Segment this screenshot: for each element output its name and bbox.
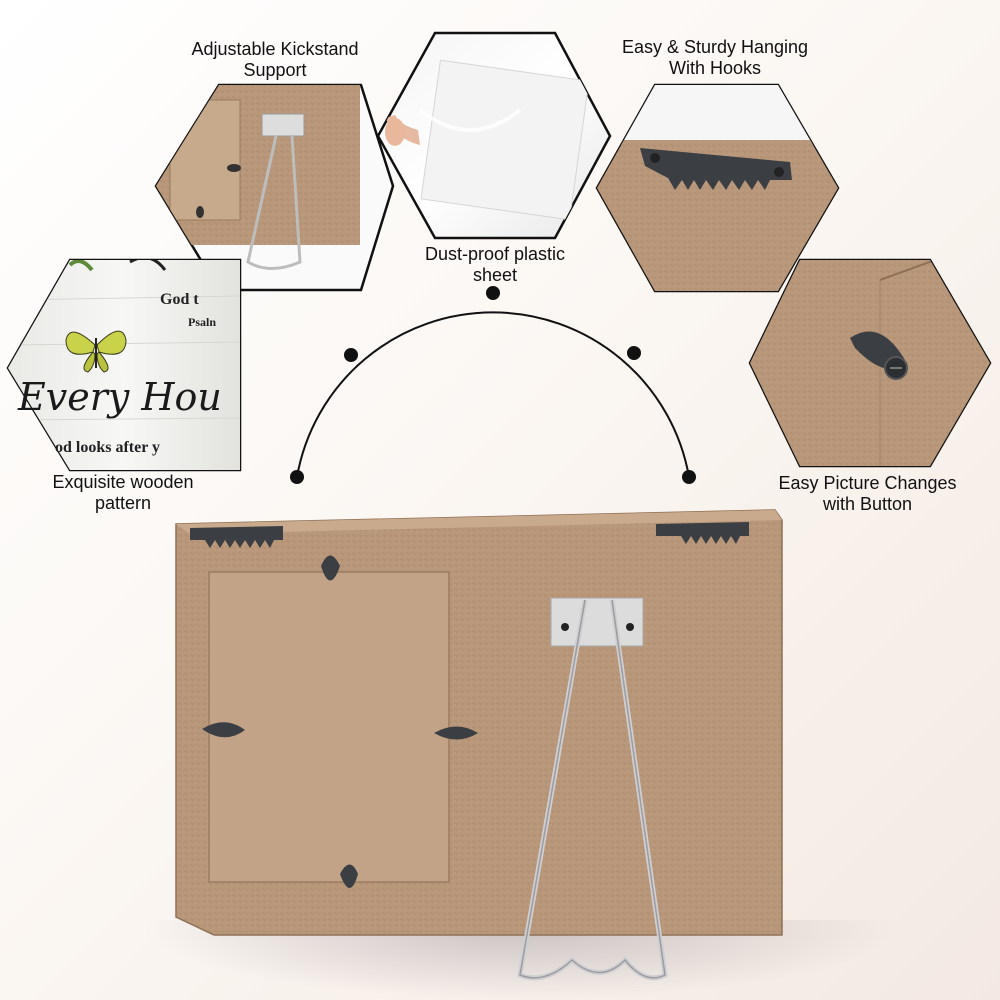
wooden-pattern-hexagon — [6, 258, 242, 472]
kickstand-hexagon — [154, 83, 395, 292]
hanging-hook-right — [656, 522, 749, 544]
button-hexagon — [748, 258, 992, 468]
plastic-sheet-hexagon — [376, 31, 612, 240]
sample-line-2: Psaln — [188, 315, 216, 329]
hanging-hook-left — [190, 526, 283, 548]
turn-button-top — [321, 555, 340, 581]
sample-script-text: Every Hou — [17, 375, 222, 419]
butterfly-icon — [65, 330, 127, 373]
wooden-pattern-label: Exquisite wooden pattern — [52, 472, 194, 513]
kickstand-label: Adjustable Kickstand Support — [191, 39, 359, 80]
arc-dot — [486, 286, 500, 300]
photo-opening-panel — [208, 571, 450, 883]
turn-button-right — [434, 726, 478, 740]
arc-dot — [344, 348, 358, 362]
kickstand-plate — [550, 597, 644, 647]
turn-button-bottom — [340, 864, 358, 888]
arc-dot — [627, 346, 641, 360]
button-label: Easy Picture Changes with Button — [778, 473, 957, 514]
sample-line-3: od looks after y — [55, 439, 160, 456]
frame-back-board — [175, 509, 783, 981]
hooks-label: Easy & Sturdy Hanging With Hooks — [621, 37, 809, 78]
turn-button-left — [202, 722, 245, 738]
sample-line-1: God t — [160, 291, 199, 308]
plastic-sheet-label: Dust-proof plastic sheet — [424, 244, 566, 285]
arc-dot — [290, 470, 304, 484]
connector-arc — [296, 311, 690, 478]
arc-dot — [682, 470, 696, 484]
